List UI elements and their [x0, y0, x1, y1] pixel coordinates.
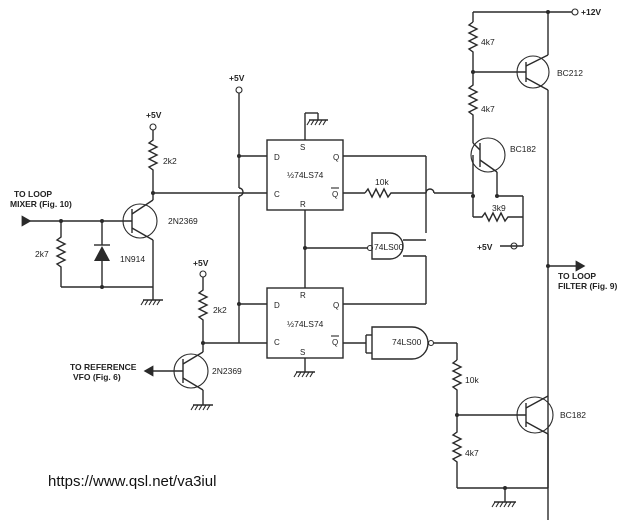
svg-text:4k7: 4k7 [481, 104, 495, 114]
resistor-3k9: 3k9 [472, 194, 524, 246]
svg-text:+5V: +5V [146, 110, 162, 120]
ground-bottom-right [457, 486, 548, 508]
reference-vfo-output: TO REFERENCE VFO (Fig. 6) [70, 362, 183, 382]
supply-5v-center: +5V [229, 73, 267, 343]
loop-mixer-input: TO LOOP MIXER (Fig. 10) [10, 189, 132, 227]
svg-text:10k: 10k [375, 177, 389, 187]
resistor-2k7: 2k7 [35, 221, 67, 287]
svg-text:R: R [300, 200, 306, 209]
svg-text:Q: Q [333, 301, 339, 310]
svg-text:+5V: +5V [229, 73, 245, 83]
svg-text:TO REFERENCE: TO REFERENCE [70, 362, 137, 372]
svg-text:TO LOOP: TO LOOP [14, 189, 52, 199]
svg-text:Q: Q [333, 153, 339, 162]
flip-flop-top: D S Q C R Q ½74LS74 [266, 139, 344, 211]
flip-flop-bottom: R D Q C S Q ½74LS74 [266, 287, 344, 359]
svg-text:+12V: +12V [581, 7, 601, 17]
svg-text:3k9: 3k9 [492, 203, 506, 213]
nand-gate-top: 74LS00 [305, 232, 427, 304]
svg-text:D: D [274, 153, 280, 162]
transistor-2n2369-bottom: 2N2369 [173, 351, 242, 411]
svg-text:MIXER (Fig. 10): MIXER (Fig. 10) [10, 199, 72, 209]
svg-text:74LS00: 74LS00 [374, 242, 404, 252]
svg-text:2k2: 2k2 [163, 156, 177, 166]
svg-text:½74LS74: ½74LS74 [287, 319, 324, 329]
svg-text:R: R [300, 291, 306, 300]
svg-text:S: S [300, 143, 305, 152]
svg-text:BC212: BC212 [557, 68, 583, 78]
svg-text:74LS00: 74LS00 [392, 337, 422, 347]
resistor-10k-top: 10k [343, 177, 473, 199]
resistor-2k2-top: 2k2 [147, 130, 177, 190]
svg-text:TO LOOP: TO LOOP [558, 271, 596, 281]
resistor-10k-bottom: 10k [451, 343, 479, 415]
svg-text:2N2369: 2N2369 [212, 366, 242, 376]
svg-text:S: S [300, 348, 305, 357]
ground-ff-bottom [293, 358, 315, 378]
nand-gate-bottom: 74LS00 [343, 326, 457, 360]
ground-ff-top [304, 112, 328, 140]
transistor-bc182-bottom: BC182 [457, 395, 586, 488]
supply-5v-left-bottom: +5V [193, 258, 209, 278]
svg-text:4k7: 4k7 [481, 37, 495, 47]
svg-text:+5V: +5V [477, 242, 493, 252]
svg-text:4k7: 4k7 [465, 448, 479, 458]
resistor-4k7-c: 4k7 [451, 415, 479, 488]
svg-text:BC182: BC182 [510, 144, 536, 154]
supply-5v-left-top: +5V [146, 110, 162, 131]
transistor-bc182-top: BC182 [470, 128, 536, 196]
svg-text:2k7: 2k7 [35, 249, 49, 259]
svg-text:2N2369: 2N2369 [168, 216, 198, 226]
ground-left-top [61, 285, 163, 306]
supply-12v-rail: +12V [472, 7, 601, 55]
diode-1n914: 1N914 [94, 221, 145, 287]
transistor-2n2369-top: 2N2369 [122, 199, 198, 300]
resistor-4k7-a: 4k7 [467, 21, 495, 72]
svg-text:10k: 10k [465, 375, 479, 385]
svg-text:1N914: 1N914 [120, 254, 145, 264]
resistor-2k2-bottom: 2k2 [197, 277, 227, 340]
svg-text:BC182: BC182 [560, 410, 586, 420]
svg-text:VFO (Fig. 6): VFO (Fig. 6) [73, 372, 121, 382]
loop-filter-output: TO LOOP FILTER (Fig. 9) [546, 260, 618, 291]
svg-text:C: C [274, 190, 280, 199]
svg-text:½74LS74: ½74LS74 [287, 170, 324, 180]
svg-text:D: D [274, 301, 280, 310]
watermark-url: https://www.qsl.net/va3iul [48, 473, 216, 490]
svg-text:Q: Q [332, 338, 338, 347]
resistor-4k7-b: 4k7 [467, 72, 495, 128]
svg-text:2k2: 2k2 [213, 305, 227, 315]
svg-text:C: C [274, 338, 280, 347]
svg-text:+5V: +5V [193, 258, 209, 268]
svg-text:FILTER (Fig. 9): FILTER (Fig. 9) [558, 281, 618, 291]
svg-text:Q: Q [332, 190, 338, 199]
supply-5v-right: +5V [477, 242, 523, 252]
